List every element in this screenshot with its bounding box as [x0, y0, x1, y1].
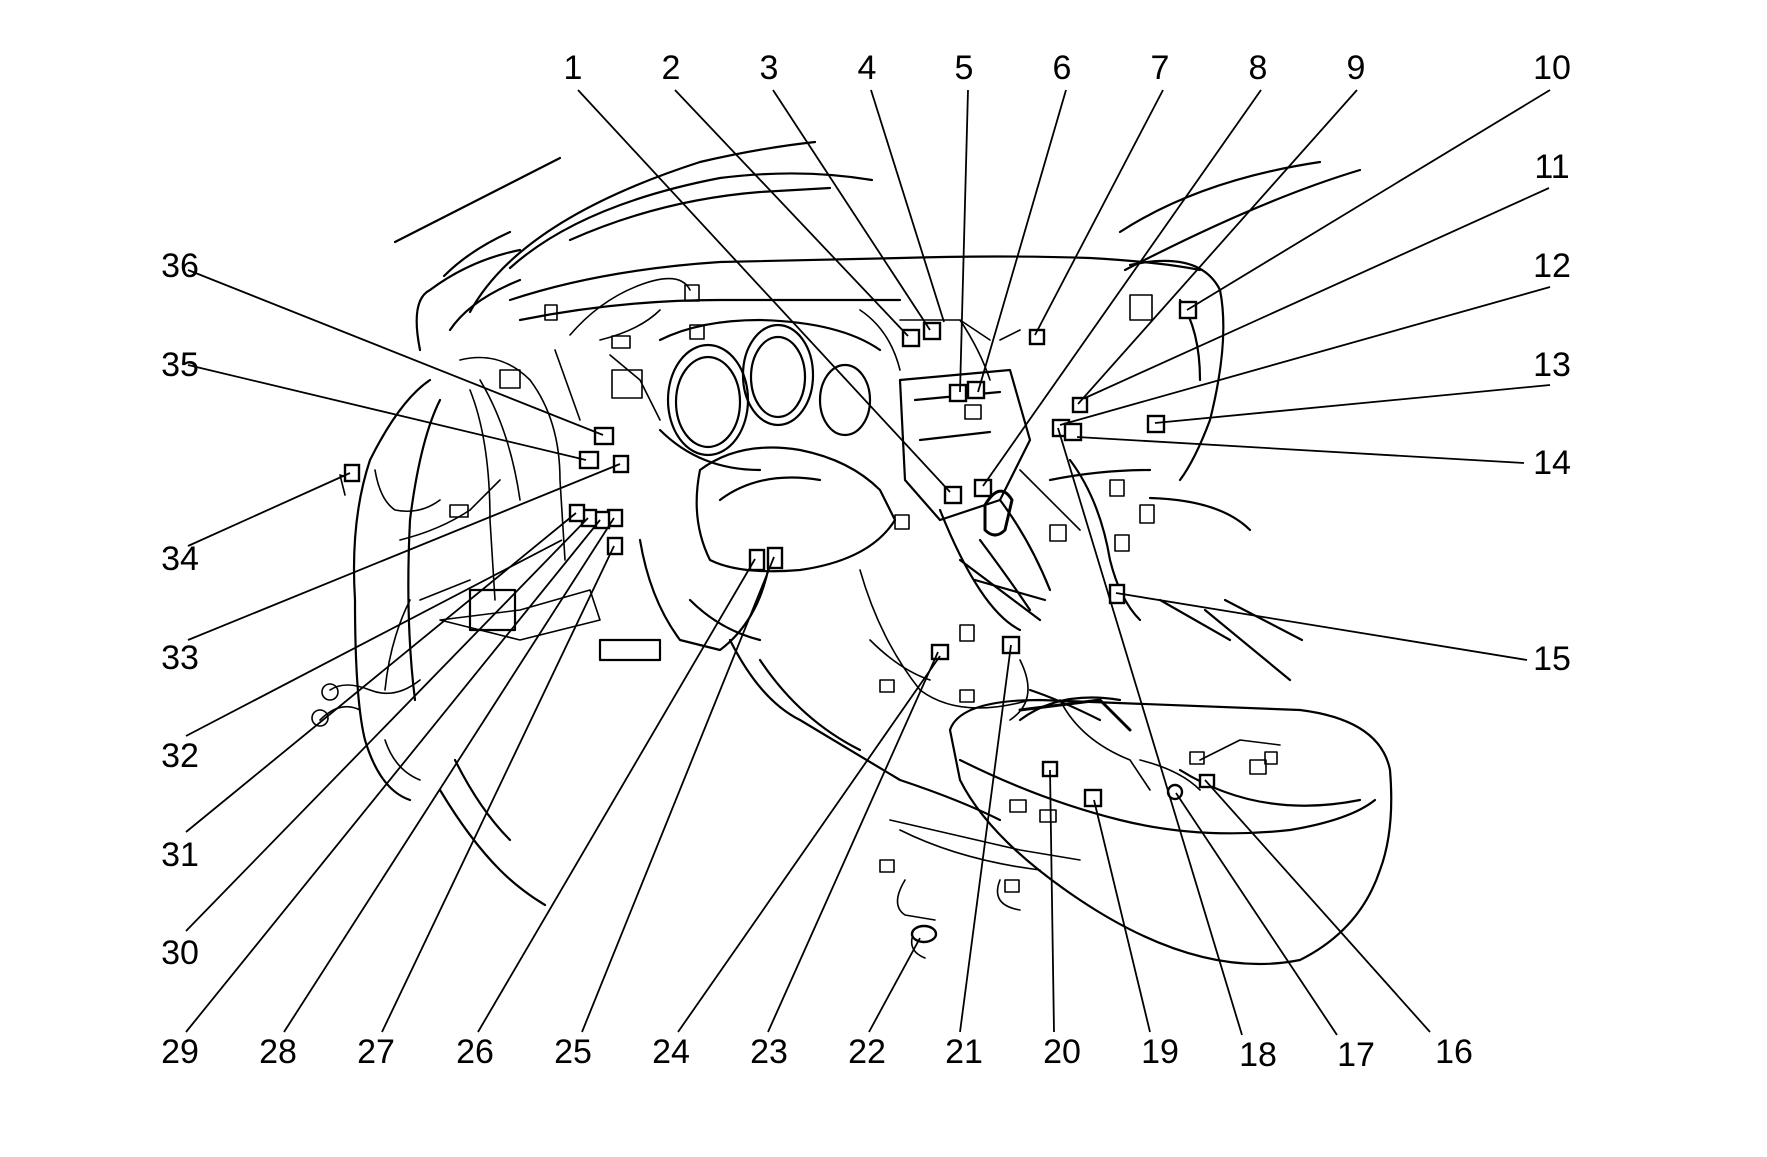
callout-13: 13: [1533, 346, 1571, 384]
callout-targets: [343, 300, 1216, 944]
leader-line-36: [187, 269, 604, 436]
leader-line-15: [1115, 592, 1528, 661]
leader-line-28: [283, 517, 615, 1033]
leader-line-7: [1034, 89, 1164, 336]
callout-21: 21: [945, 1033, 983, 1071]
callout-24: 24: [652, 1033, 690, 1071]
leader-line-6: [977, 89, 1067, 393]
callout-30: 30: [161, 934, 199, 972]
connector-5: [966, 380, 986, 400]
connector-6: [973, 478, 993, 498]
leader-line-19: [1093, 799, 1151, 1033]
connector-26: [606, 536, 624, 556]
callout-27: 27: [357, 1033, 395, 1071]
callout-6: 6: [1053, 49, 1072, 87]
connector-12: [1063, 422, 1083, 442]
leader-line-26: [477, 558, 756, 1033]
callout-32: 32: [161, 737, 199, 775]
connector-13: [1146, 414, 1166, 434]
leader-line-5: [959, 89, 969, 393]
callout-22: 22: [848, 1033, 886, 1071]
callout-3: 3: [760, 49, 779, 87]
callout-8: 8: [1249, 49, 1268, 87]
connector-34: [343, 463, 361, 483]
callout-11: 11: [1534, 148, 1569, 186]
callout-28: 28: [259, 1033, 297, 1071]
callout-2: 2: [662, 49, 681, 87]
connector-4: [948, 383, 968, 403]
connector-24: [748, 548, 766, 572]
connector-36: [593, 426, 615, 446]
leader-line-18: [1057, 427, 1243, 1036]
leader-line-12: [1059, 286, 1551, 426]
connector-35: [578, 450, 600, 470]
leader-line-29: [185, 519, 601, 1033]
callout-10: 10: [1533, 49, 1571, 87]
callout-14: 14: [1533, 444, 1571, 482]
leader-line-1: [577, 89, 951, 493]
callout-25: 25: [554, 1033, 592, 1071]
connector-33: [612, 454, 630, 474]
callout-18: 18: [1239, 1036, 1277, 1074]
leader-line-34: [187, 472, 351, 547]
callout-23: 23: [750, 1033, 788, 1071]
callout-7: 7: [1151, 49, 1170, 87]
leader-line-4: [870, 89, 945, 323]
callout-1: 1: [564, 49, 583, 87]
leader-line-33: [187, 463, 621, 641]
leader-line-30: [185, 517, 589, 932]
callout-15: 15: [1533, 640, 1571, 678]
leader-line-10: [1186, 89, 1551, 311]
callout-29: 29: [161, 1033, 199, 1071]
leader-line-2: [674, 89, 909, 337]
leader-line-24: [677, 655, 941, 1033]
callout-labels: 1 2 3 4 5 6 7 8 9 10 11 12 13 14 15 16 1…: [161, 49, 1571, 1074]
callout-5: 5: [955, 49, 974, 87]
callout-31: 31: [161, 836, 199, 874]
callout-36: 36: [161, 247, 199, 285]
leader-line-8: [982, 89, 1262, 487]
leader-line-11: [1084, 187, 1550, 399]
callout-34: 34: [161, 540, 199, 578]
leader-line-25: [581, 556, 775, 1033]
leader-line-23: [767, 651, 939, 1033]
leader-line-20: [1049, 769, 1055, 1033]
connector-22: [910, 924, 938, 944]
leader-lines: [185, 89, 1551, 1036]
callout-35: 35: [161, 346, 199, 384]
callout-12: 12: [1533, 247, 1571, 285]
leader-line-22: [868, 937, 921, 1033]
leader-line-9: [1077, 89, 1358, 405]
callout-19: 19: [1141, 1033, 1179, 1071]
callout-20: 20: [1043, 1033, 1081, 1071]
callout-4: 4: [858, 49, 877, 87]
callout-16: 16: [1435, 1033, 1473, 1071]
callout-17: 17: [1337, 1036, 1375, 1074]
leader-line-14: [1076, 436, 1525, 464]
leader-line-13: [1154, 384, 1551, 424]
leader-line-35: [187, 364, 587, 461]
connector-19: [1083, 788, 1103, 808]
callout-33: 33: [161, 639, 199, 677]
connector-8: [1071, 396, 1089, 414]
leader-line-16: [1204, 779, 1431, 1033]
connector-30: [568, 503, 586, 523]
leader-line-27: [381, 545, 615, 1033]
leader-line-32: [185, 539, 563, 737]
leader-line-21: [959, 644, 1012, 1033]
leader-line-17: [1175, 792, 1338, 1036]
leader-line-3: [772, 89, 931, 331]
callout-9: 9: [1347, 49, 1366, 87]
callout-26: 26: [456, 1033, 494, 1071]
